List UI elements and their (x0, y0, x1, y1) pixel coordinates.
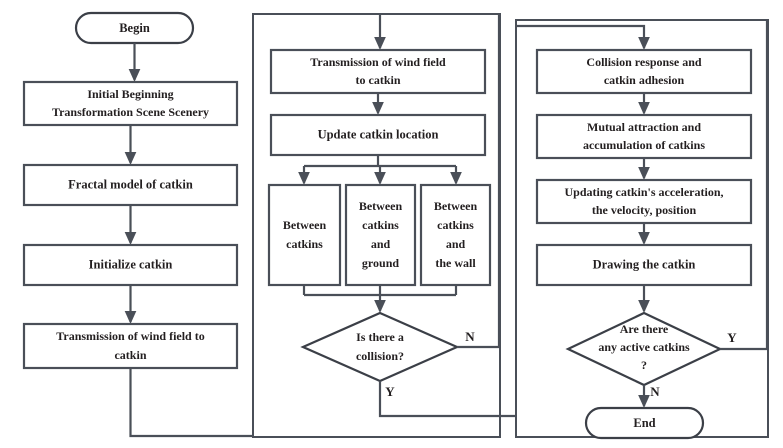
node-wind-field-mid[interactable] (269, 48, 487, 95)
node-updating-acceleration-line-2: the velocity, position (592, 203, 697, 217)
node-between-catkins-wall-line-4: the wall (435, 256, 476, 270)
connector-active-yes (720, 21, 769, 351)
node-between-catkins[interactable] (267, 183, 342, 287)
node-between-catkins-ground-line-3: and (371, 237, 391, 251)
node-collision-response-line-1: Collision response and (586, 55, 701, 69)
node-between-catkins-ground-line-1: Between (359, 199, 403, 213)
node-active-decision-line-3: ? (641, 358, 647, 372)
connector-collision-yes (378, 381, 517, 418)
connector-collision-no (457, 15, 501, 349)
node-drawing-catkin[interactable] (535, 243, 753, 287)
node-initial-scene-line-2: Transformation Scene Scenery (52, 105, 209, 119)
node-mutual-attraction-line-2: accumulation of catkins (583, 138, 705, 152)
node-wind-field-left-line-1: Transmission of wind field to (56, 329, 204, 343)
branch-label-active-no: N (650, 384, 660, 399)
node-between-catkins-ground-line-4: ground (362, 256, 399, 270)
node-drawing-catkin-label: Drawing the catkin (593, 257, 696, 271)
node-fractal-model-label: Fractal model of catkin (68, 177, 193, 191)
node-update-location-label: Update catkin location (318, 127, 439, 141)
node-fractal-model[interactable] (22, 163, 239, 207)
node-updating-acceleration[interactable] (535, 178, 753, 225)
node-mutual-attraction-line-1: Mutual attraction and (587, 120, 701, 134)
node-collision-decision[interactable] (300, 311, 460, 383)
connector-right-entry (517, 24, 650, 50)
node-initial-scene-line-1: Initial Beginning (87, 87, 173, 101)
branch-label-collision-yes: Y (385, 384, 395, 399)
connector-left-to-middle-panel (129, 368, 254, 438)
node-between-catkins-wall-line-3: and (446, 237, 466, 251)
branch-label-active-yes: Y (727, 330, 737, 345)
node-update-location[interactable] (269, 113, 487, 157)
node-wind-field-mid-line-1: Transmission of wind field (310, 55, 446, 69)
node-between-catkins-wall-line-1: Between (434, 199, 478, 213)
node-between-catkins-wall[interactable] (419, 183, 492, 287)
node-active-decision-line-2: any active catkins (598, 340, 690, 354)
node-wind-field-left-line-2: catkin (114, 348, 146, 362)
node-initial-scene[interactable] (22, 80, 239, 127)
node-between-catkins-line-2: catkins (286, 237, 323, 251)
node-end[interactable] (584, 406, 705, 440)
node-active-decision-line-1: Are there (620, 322, 669, 336)
node-initialize-catkin-label: Initialize catkin (89, 257, 173, 271)
node-wind-field-mid-line-2: to catkin (356, 73, 401, 87)
branch-label-collision-no: N (465, 329, 475, 344)
node-collision-response[interactable] (535, 48, 753, 95)
node-collision-decision-line-1: Is there a (356, 330, 404, 344)
node-begin-label: Begin (119, 21, 150, 35)
node-collision-response-line-2: catkin adhesion (604, 73, 685, 87)
node-updating-acceleration-line-1: Updating catkin's acceleration, (565, 185, 724, 199)
node-mutual-attraction[interactable] (535, 113, 753, 160)
node-wind-field-left[interactable] (22, 322, 239, 370)
node-between-catkins-wall-line-2: catkins (437, 218, 474, 232)
node-between-catkins-ground-line-2: catkins (362, 218, 399, 232)
node-collision-decision-line-2: collision? (356, 349, 404, 363)
node-between-catkins-line-1: Between (283, 218, 327, 232)
node-end-label: End (633, 416, 655, 430)
